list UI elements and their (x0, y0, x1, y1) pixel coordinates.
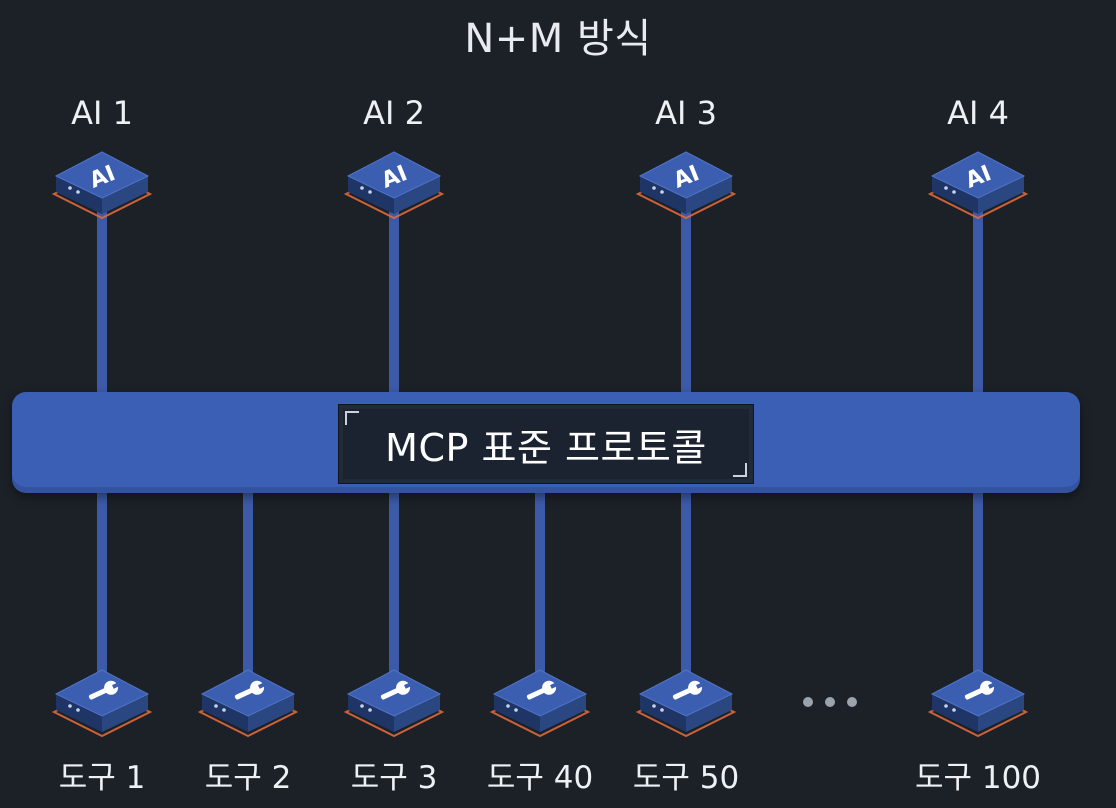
box-port (660, 190, 664, 194)
ai-connector-line (97, 206, 107, 406)
wrench-icon (672, 680, 705, 700)
box-port (368, 708, 372, 712)
box-left-side (202, 694, 248, 732)
box-port (222, 708, 226, 712)
box-port (368, 190, 372, 194)
box-right-side (540, 694, 586, 732)
box-port (652, 704, 656, 708)
tool-node-label: 도구 1 (58, 760, 146, 796)
tool-node-label: 도구 100 (914, 760, 1042, 796)
box-port (76, 190, 80, 194)
tool-node-label: 도구 40 (486, 760, 594, 796)
tool-node-box (343, 669, 445, 738)
wrench-icon (234, 680, 267, 700)
box-top-face (54, 151, 150, 199)
protocol-label: MCP 표준 프로토콜 (385, 425, 707, 470)
ai-connector-line (681, 206, 691, 406)
box-top-face (346, 151, 442, 199)
box-top-face (930, 151, 1026, 199)
wrench-icon (526, 680, 559, 700)
box-port (360, 704, 364, 708)
box-right-side (686, 176, 732, 214)
box-right-side (102, 694, 148, 732)
box-left-side (56, 176, 102, 214)
box-port (952, 190, 956, 194)
box-right-side (102, 176, 148, 214)
box-port (660, 708, 664, 712)
tool-node-label: 도구 3 (350, 760, 438, 796)
ai-node-box: AI (927, 151, 1029, 220)
ellipsis-icon (803, 697, 857, 707)
box-left-side (348, 694, 394, 732)
tool-node-box (927, 669, 1029, 738)
tool-connector-line (389, 480, 399, 684)
box-right-side (394, 694, 440, 732)
tool-node-box (635, 669, 737, 738)
box-port (68, 186, 72, 190)
box-right-side (686, 694, 732, 732)
tool-node-label: 도구 2 (204, 760, 292, 796)
ai-node-label: AI 1 (71, 94, 133, 132)
bracket-bottom-right (733, 463, 747, 477)
box-port (68, 704, 72, 708)
tool-node-box (489, 669, 591, 738)
wrench-icon (380, 680, 413, 700)
tool-connector-line (97, 480, 107, 684)
box-right-side (978, 694, 1024, 732)
box-left-side (494, 694, 540, 732)
box-port (76, 708, 80, 712)
tool-node-box (197, 669, 299, 738)
wrench-icon (964, 680, 997, 700)
tool-connector-line (243, 480, 253, 684)
tool-connector-line (535, 480, 545, 684)
box-top-face (638, 151, 734, 199)
box-port (944, 704, 948, 708)
box-right-side (978, 176, 1024, 214)
protocol-chip: MCP 표준 프로토콜 (338, 404, 754, 484)
box-port (944, 186, 948, 190)
tool-connector-line (973, 480, 983, 684)
ai-connector-line (389, 206, 399, 406)
tool-node-label: 도구 50 (632, 760, 740, 796)
tool-connector-line (681, 480, 691, 684)
box-left-side (348, 176, 394, 214)
bracket-top-left (345, 411, 359, 425)
diagram-title: N+M 방식 (464, 16, 652, 62)
ai-node-label: AI 3 (655, 94, 717, 132)
box-left-side (932, 694, 978, 732)
box-port (514, 708, 518, 712)
box-left-side (56, 694, 102, 732)
wrench-icon (88, 680, 121, 700)
box-port (952, 708, 956, 712)
box-port (214, 704, 218, 708)
ai-node-label: AI 4 (947, 94, 1009, 132)
box-left-side (640, 694, 686, 732)
tool-node-box (51, 669, 153, 738)
ai-node-label: AI 2 (363, 94, 425, 132)
ai-node-box: AI (51, 151, 153, 220)
box-left-side (640, 176, 686, 214)
box-right-side (248, 694, 294, 732)
box-port (506, 704, 510, 708)
ai-node-box: AI (343, 151, 445, 220)
ai-connector-line (973, 206, 983, 406)
box-port (360, 186, 364, 190)
box-port (652, 186, 656, 190)
ai-node-box: AI (635, 151, 737, 220)
box-right-side (394, 176, 440, 214)
box-left-side (932, 176, 978, 214)
